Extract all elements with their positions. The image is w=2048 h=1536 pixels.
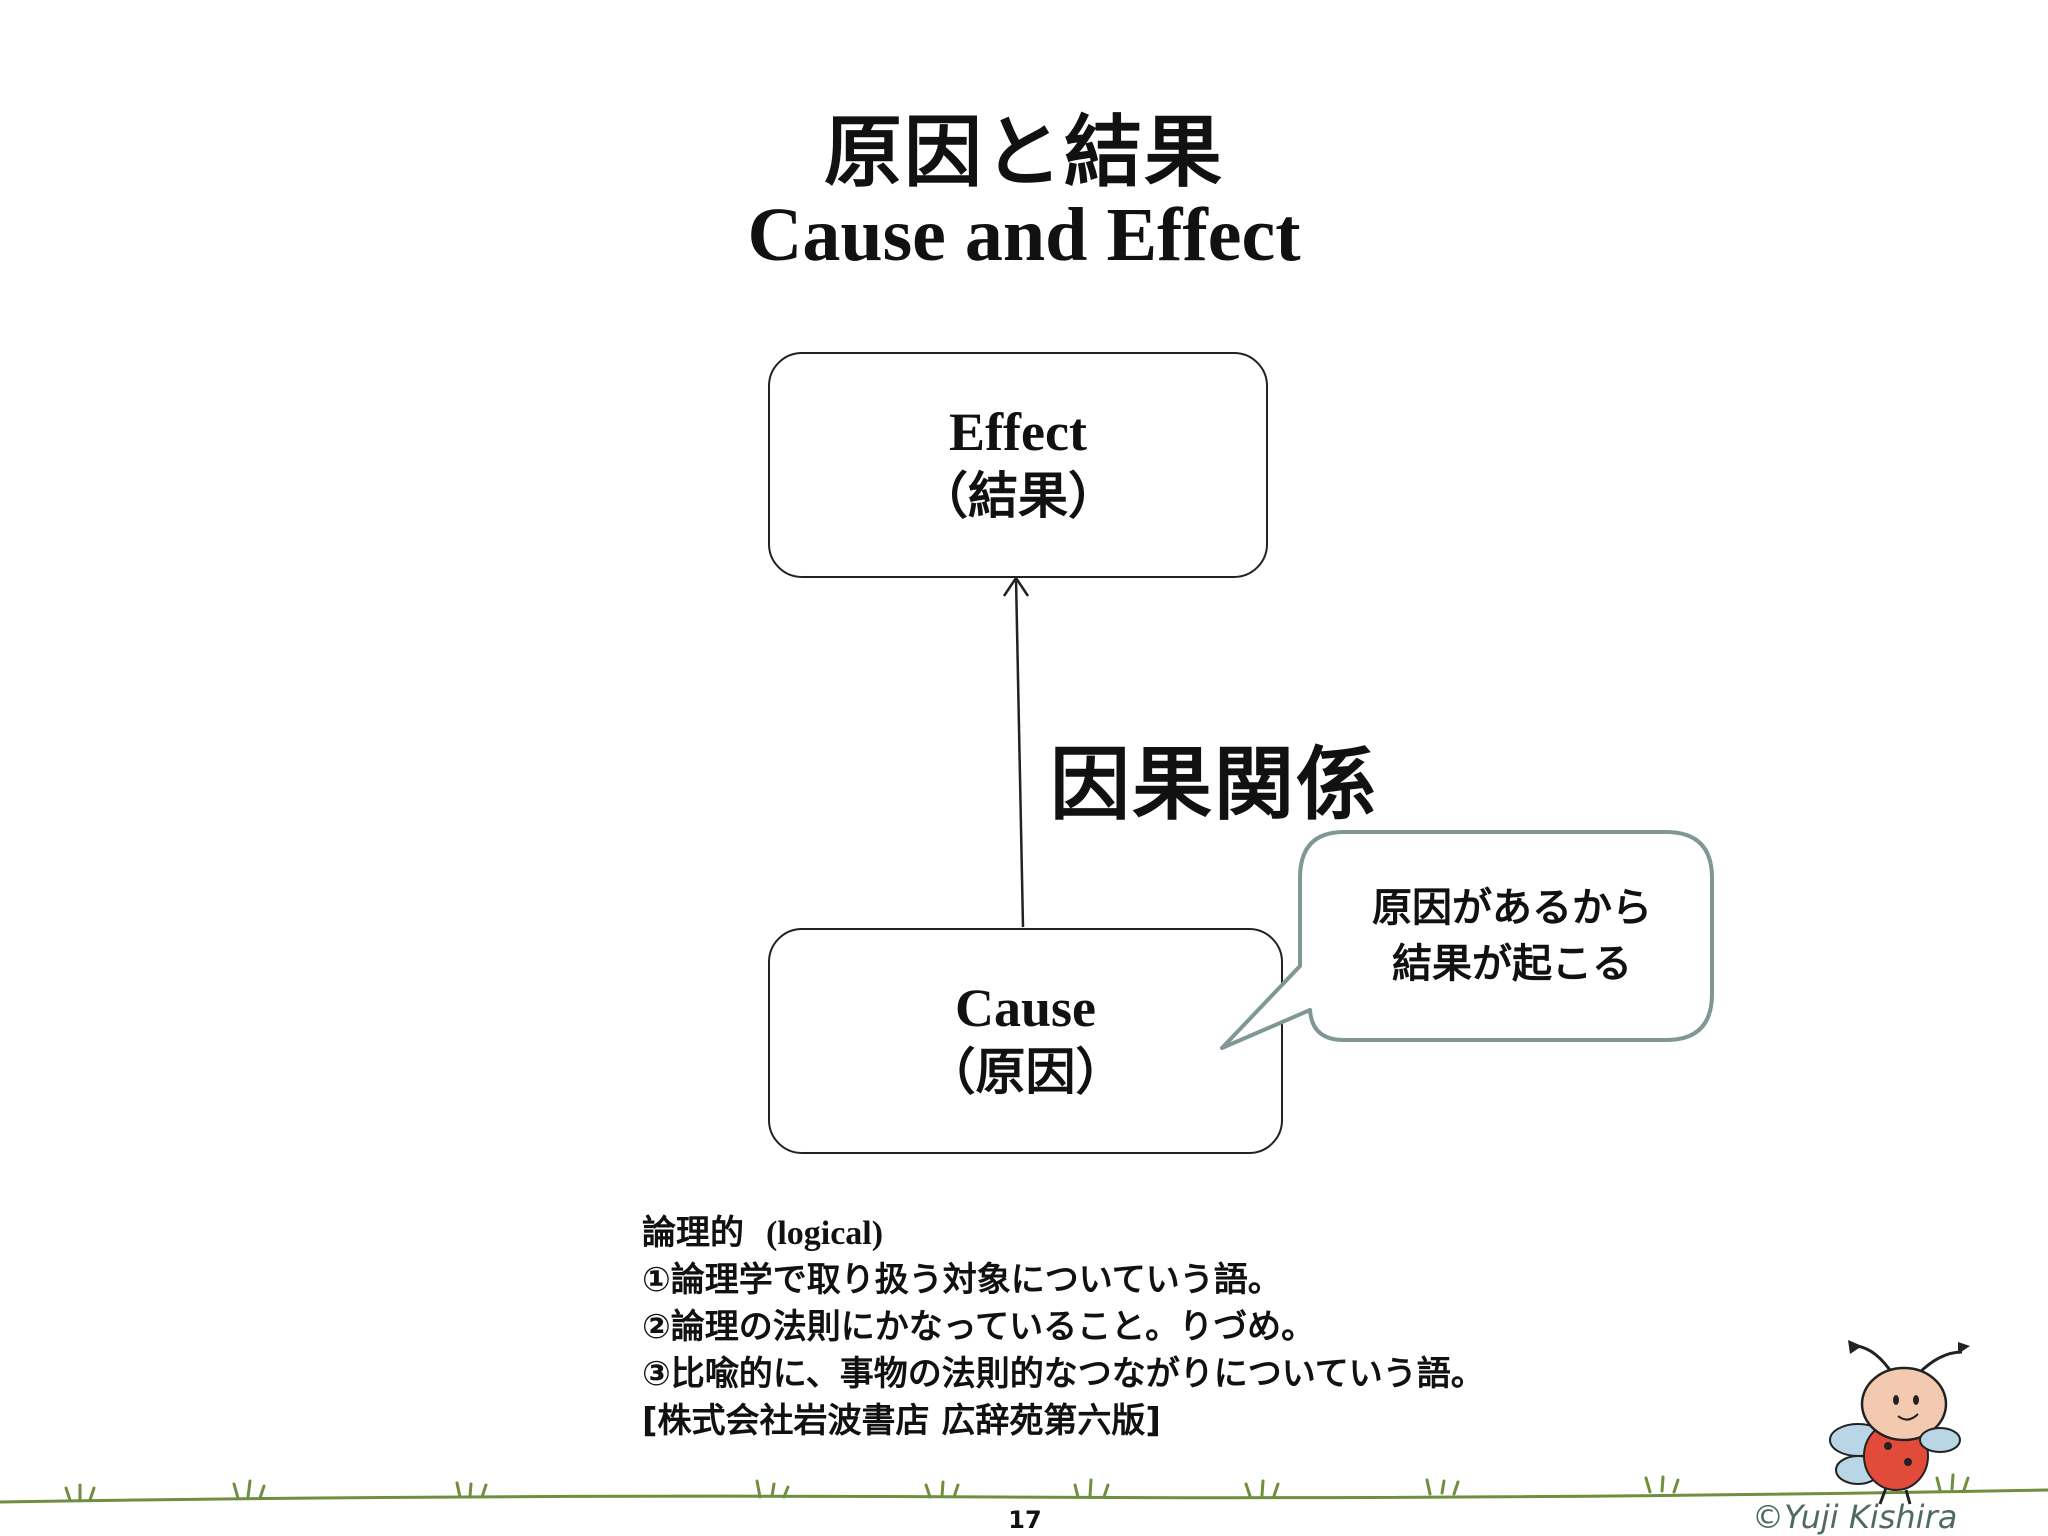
cause-label-english: Cause [954, 978, 1096, 1038]
definition-line-2: ②論理の法則にかなっていること。りづめ。 [642, 1307, 1316, 1347]
callout-line-1: 原因があるから [1372, 885, 1652, 931]
effect-label-japanese: （結果） [918, 467, 1118, 525]
causality-label: 因果関係 [1050, 738, 1378, 831]
effect-box: Effect （結果） [768, 352, 1268, 578]
definition-term-english: (logical) [766, 1215, 884, 1252]
definition-heading: 論理的 (logical) [642, 1210, 1842, 1257]
definition-line-1: ①論理学で取り扱う対象についていう語。 [642, 1260, 1282, 1300]
copyright-text: ©Yuji Kishira [1752, 1498, 1958, 1536]
bee-mascot-icon [1829, 1340, 1970, 1505]
effect-label-english: Effect [949, 402, 1087, 462]
page-title-english: Cause and Effect [747, 193, 1301, 277]
definition-term: 論理的 [642, 1213, 744, 1253]
page-number: 17 [1008, 1506, 1042, 1534]
page-title-japanese: 原因と結果 [823, 108, 1224, 198]
arrow-head-icon [1002, 575, 1030, 597]
causal-arrow-line [1014, 577, 1025, 928]
callout-text: 原因があるから 結果が起こる [1318, 880, 1706, 992]
cause-label-japanese: （原因） [925, 1043, 1126, 1101]
definition-line-3: ③比喩的に、事物の法則的なつながりについていう語。 [642, 1354, 1485, 1394]
definition-block: 論理的 (logical) ①論理学で取り扱う対象についていう語。 ②論理の法則に… [642, 1210, 1842, 1445]
callout-bubble [1220, 830, 1714, 1050]
grass-line-icon [0, 1473, 2048, 1504]
definition-source: [株式会社岩波書店 広辞苑第六版] [642, 1401, 1161, 1441]
cause-box: Cause （原因） [768, 928, 1283, 1154]
callout-line-2: 結果が起こる [1392, 941, 1632, 987]
